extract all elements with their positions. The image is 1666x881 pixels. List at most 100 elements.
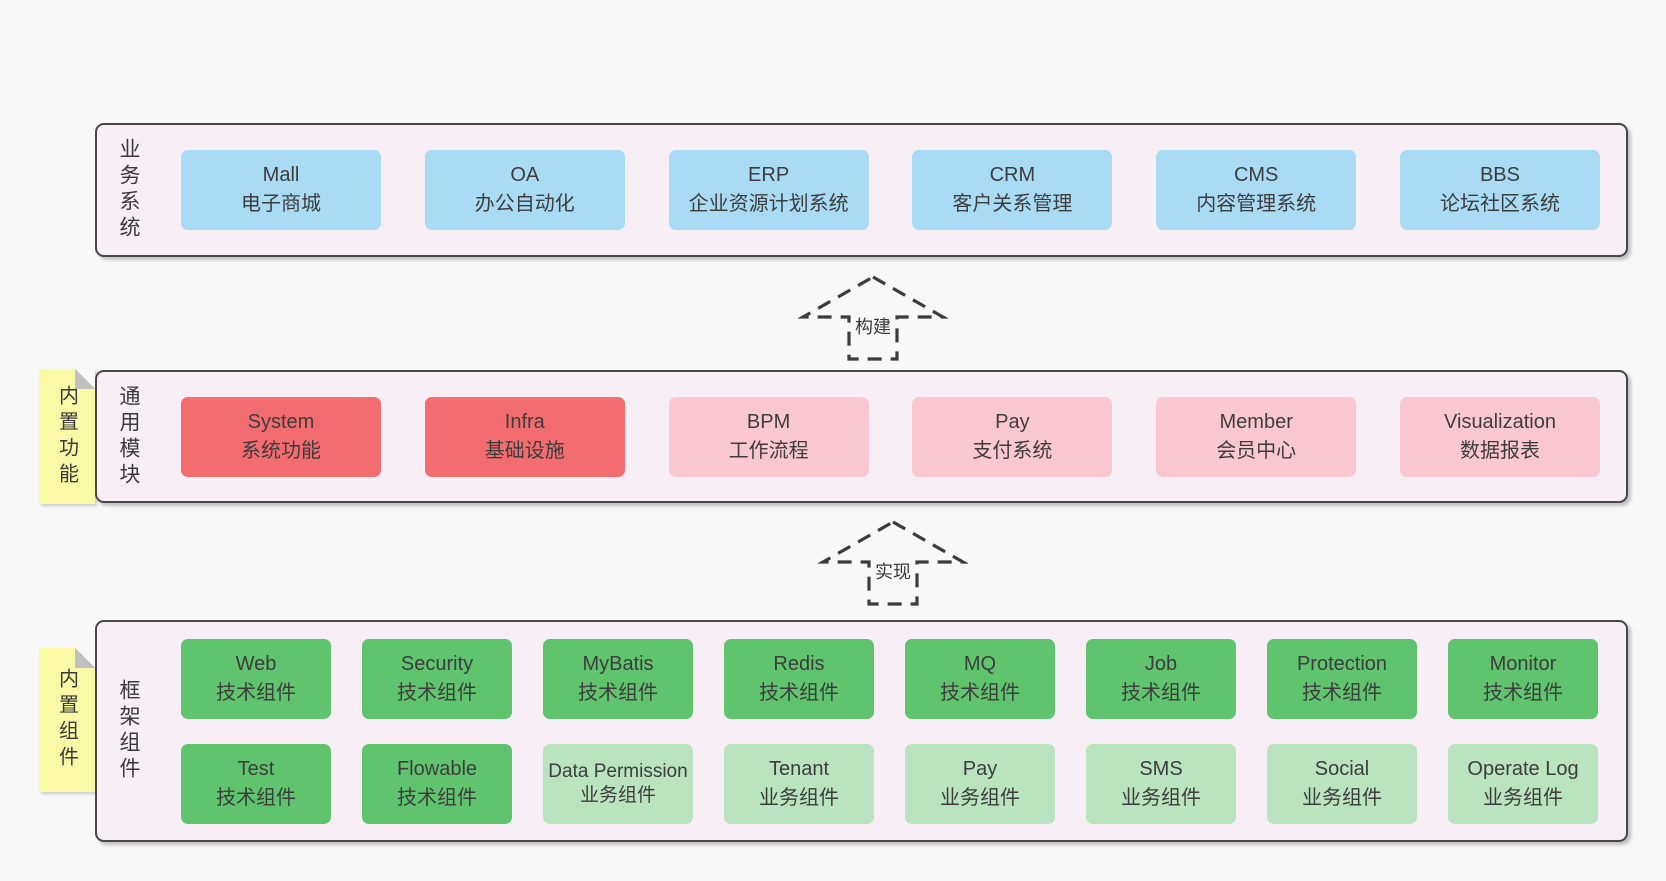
box-oa: OA 办公自动化 — [424, 150, 625, 230]
box-infra-title: Infra — [504, 410, 545, 433]
box-security: Security 技术组件 — [362, 638, 512, 719]
box-flowable-title: Flowable — [396, 757, 478, 780]
layer-components-label: 框架组件 — [117, 679, 140, 783]
box-security-subtitle: 技术组件 — [397, 681, 477, 704]
box-erp-title: ERP — [748, 164, 790, 186]
box-redis: Redis 技术组件 — [724, 638, 874, 719]
box-bbs: BBS 论坛社区系统 — [1399, 150, 1600, 230]
box-member: Member 会员中心 — [1156, 396, 1357, 477]
box-job: Job 技术组件 — [1086, 638, 1236, 719]
note-built-in-components: 内置组件 — [39, 648, 95, 792]
box-oa-subtitle: 办公自动化 — [474, 193, 575, 215]
box-mybatis: MyBatis 技术组件 — [543, 638, 693, 719]
box-cms: CMS 内容管理系统 — [1156, 150, 1357, 230]
box-system-subtitle: 系统功能 — [241, 439, 321, 462]
box-test-title: Test — [237, 757, 275, 780]
box-web: Web 技术组件 — [181, 638, 331, 719]
box-crm-subtitle: 客户关系管理 — [952, 193, 1073, 215]
box-pay-module-title: Pay — [995, 410, 1030, 433]
box-erp-subtitle: 企业资源计划系统 — [688, 193, 849, 215]
box-social: Social 业务组件 — [1267, 743, 1417, 824]
box-tenant: Tenant 业务组件 — [724, 743, 874, 824]
box-protection: Protection 技术组件 — [1267, 638, 1417, 719]
box-mall: Mall 电子商城 — [181, 150, 381, 230]
box-sms-subtitle: 业务组件 — [1121, 786, 1201, 809]
layer-modules-label: 通用模块 — [117, 384, 140, 489]
box-job-subtitle: 技术组件 — [1121, 681, 1201, 704]
box-pay-module-subtitle: 支付系统 — [972, 439, 1053, 462]
box-pay-component-title: Pay — [962, 757, 998, 780]
box-bbs-subtitle: 论坛社区系统 — [1439, 193, 1560, 215]
components-row-2: Test 技术组件 Flowable 技术组件 Data Permission … — [181, 743, 1598, 824]
components-row-1: Web 技术组件 Security 技术组件 MyBatis 技术组件 Redi… — [181, 638, 1598, 719]
build-arrow-label: 构建 — [851, 312, 895, 340]
box-protection-title: Protection — [1296, 652, 1388, 675]
block-arrow-up-icon — [798, 275, 948, 361]
layer-common-modules: 通用模块 System 系统功能 Infra 基础设施 BPM 工作流程 Pay… — [95, 370, 1628, 503]
box-member-subtitle: 会员中心 — [1216, 439, 1297, 462]
box-operate-log-title: Operate Log — [1467, 757, 1579, 780]
note-fold-corner-icon — [75, 648, 95, 668]
box-erp: ERP 企业资源计划系统 — [668, 150, 869, 230]
box-monitor-title: Monitor — [1489, 652, 1557, 675]
box-infra-subtitle: 基础设施 — [484, 439, 565, 462]
box-mall-subtitle: 电子商城 — [241, 193, 321, 215]
box-tenant-subtitle: 业务组件 — [759, 786, 839, 809]
box-pay-component: Pay 业务组件 — [905, 743, 1055, 824]
note-fold-corner-icon — [75, 369, 95, 389]
box-bpm: BPM 工作流程 — [668, 396, 869, 477]
box-redis-subtitle: 技术组件 — [759, 681, 839, 704]
box-visualization-title: Visualization — [1444, 410, 1556, 433]
box-bpm-title: BPM — [746, 410, 791, 433]
box-data-permission-title: Data Permission — [548, 761, 688, 783]
box-bbs-title: BBS — [1479, 164, 1520, 186]
box-test: Test 技术组件 — [181, 743, 331, 824]
layer-business-label: 业务系统 — [117, 138, 140, 242]
box-visualization-subtitle: 数据报表 — [1459, 439, 1540, 462]
box-crm: CRM 客户关系管理 — [912, 150, 1113, 230]
block-arrow-up-icon — [818, 520, 968, 606]
note-built-in-functions: 内置功能 — [39, 369, 95, 504]
box-pay-module: Pay 支付系统 — [912, 396, 1113, 477]
box-protection-subtitle: 技术组件 — [1302, 681, 1382, 704]
note-built-in-components-label: 内置组件 — [55, 668, 78, 772]
box-sms-title: SMS — [1139, 757, 1183, 780]
implement-arrow: 实现 — [818, 519, 968, 607]
build-arrow: 构建 — [798, 274, 948, 362]
box-crm-title: CRM — [989, 164, 1036, 186]
box-system: System 系统功能 — [181, 396, 381, 477]
box-data-permission-subtitle: 业务组件 — [579, 784, 656, 806]
box-mq-title: MQ — [963, 652, 997, 675]
box-oa-title: OA — [510, 164, 540, 186]
box-flowable-subtitle: 技术组件 — [397, 786, 477, 809]
box-test-subtitle: 技术组件 — [216, 786, 296, 809]
note-built-in-functions-label: 内置功能 — [55, 384, 78, 489]
box-mq-subtitle: 技术组件 — [940, 681, 1020, 704]
implement-arrow-label: 实现 — [871, 557, 915, 585]
box-web-title: Web — [235, 652, 277, 675]
box-monitor-subtitle: 技术组件 — [1483, 681, 1563, 704]
box-web-subtitle: 技术组件 — [216, 681, 296, 704]
box-infra: Infra 基础设施 — [424, 396, 625, 477]
box-pay-component-subtitle: 业务组件 — [940, 786, 1020, 809]
box-bpm-subtitle: 工作流程 — [728, 439, 809, 462]
business-boxes-row: Mall 电子商城 OA 办公自动化 ERP 企业资源计划系统 CRM 客户关系… — [143, 125, 1626, 255]
box-job-title: Job — [1144, 652, 1178, 675]
box-mybatis-title: MyBatis — [582, 652, 654, 675]
box-cms-subtitle: 内容管理系统 — [1196, 193, 1317, 215]
box-operate-log-subtitle: 业务组件 — [1483, 786, 1563, 809]
box-cms-title: CMS — [1233, 164, 1279, 186]
box-flowable: Flowable 技术组件 — [362, 743, 512, 824]
box-visualization: Visualization 数据报表 — [1399, 396, 1600, 477]
box-security-title: Security — [400, 652, 474, 675]
box-mq: MQ 技术组件 — [905, 638, 1055, 719]
box-mall-title: Mall — [262, 164, 300, 186]
box-system-title: System — [247, 410, 315, 433]
components-rows: Web 技术组件 Security 技术组件 MyBatis 技术组件 Redi… — [143, 622, 1626, 840]
box-member-title: Member — [1219, 410, 1293, 433]
box-operate-log: Operate Log 业务组件 — [1448, 743, 1598, 824]
layer-business-systems: 业务系统 Mall 电子商城 OA 办公自动化 ERP 企业资源计划系统 CRM… — [95, 123, 1628, 257]
box-sms: SMS 业务组件 — [1086, 743, 1236, 824]
box-tenant-title: Tenant — [768, 757, 830, 780]
